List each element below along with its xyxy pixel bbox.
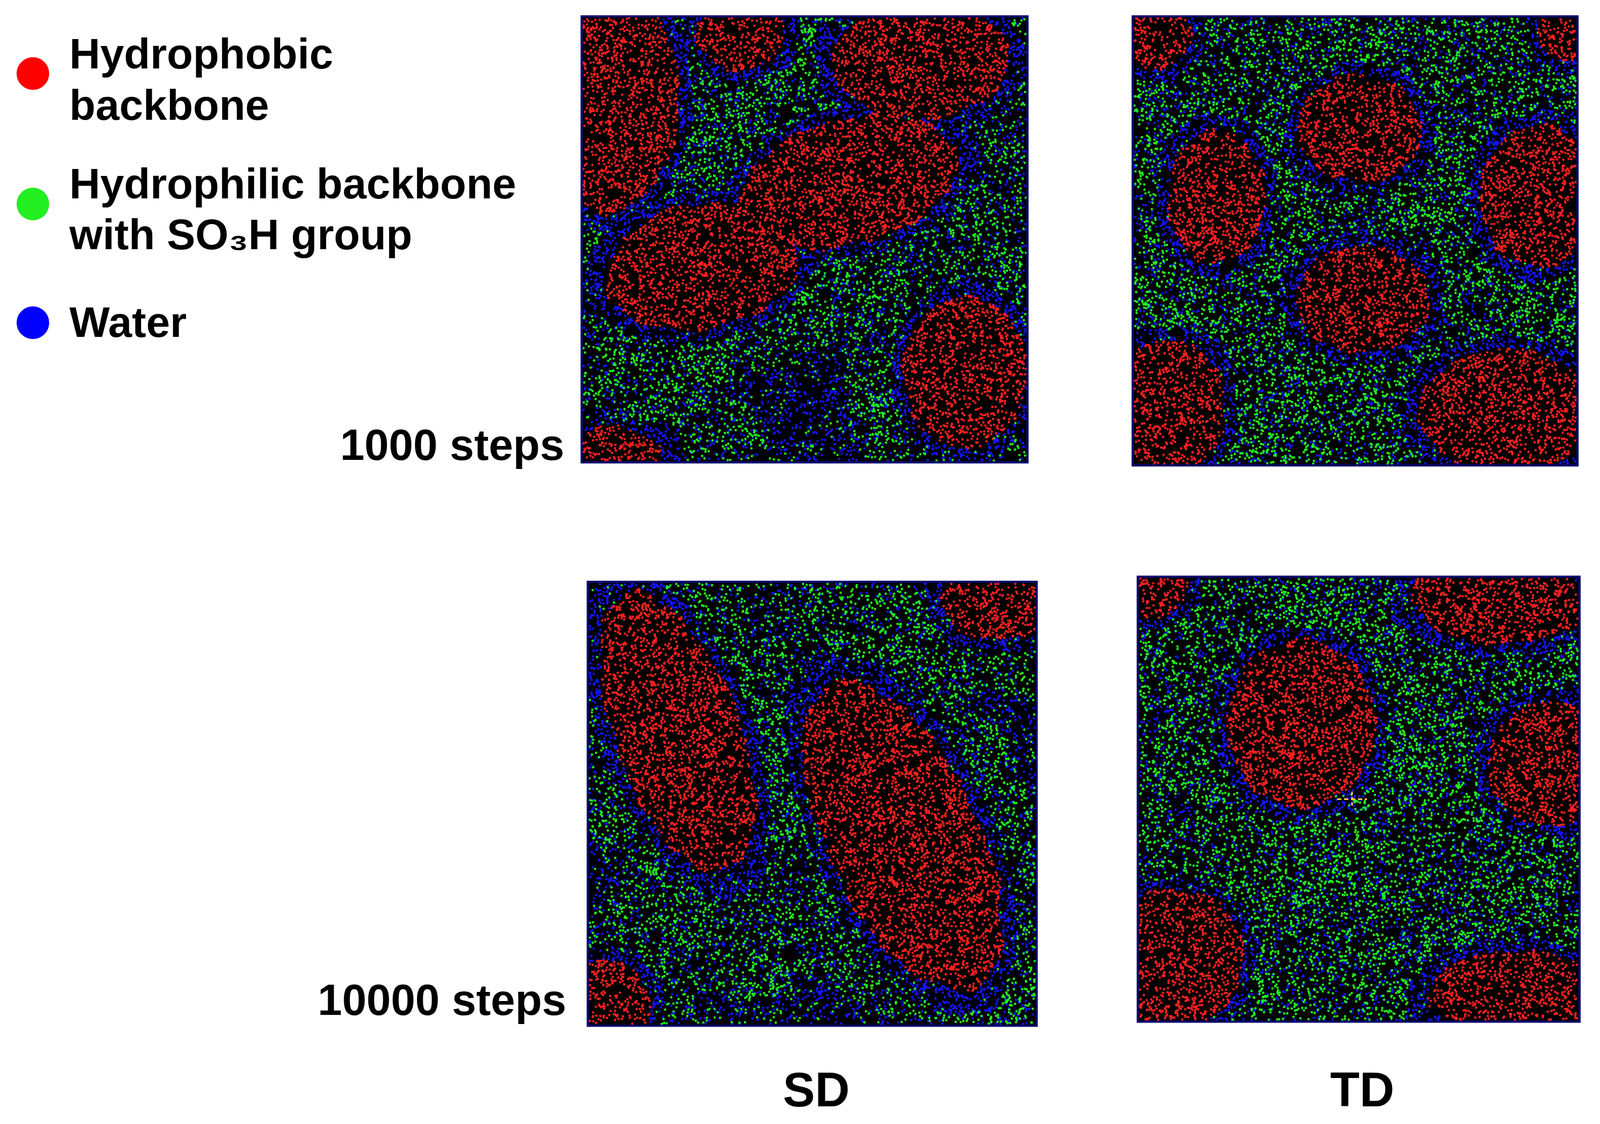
- cursor-cross: [1336, 791, 1367, 807]
- panel-ground: [1137, 576, 1580, 1022]
- water-particles: [588, 582, 1037, 1025]
- hydrophobic-particles: [582, 17, 1027, 462]
- legend-swatch: [16, 57, 50, 90]
- panel-frame: [1137, 576, 1580, 1022]
- particle-panel: [1137, 576, 1580, 1022]
- water-particles: [1133, 17, 1578, 466]
- water-particles: [582, 17, 1027, 462]
- panel-frame: [1132, 16, 1578, 466]
- panel-ground: [581, 16, 1028, 463]
- panel-frame: [581, 16, 1028, 463]
- hydrophobic-particles: [1138, 577, 1580, 1022]
- water-particles: [1138, 577, 1579, 1022]
- step-label: 1000 steps: [339, 419, 564, 470]
- legend-swatch: [16, 187, 50, 221]
- hydrophilic-particles: [1138, 577, 1579, 1022]
- hydrophobic-particles: [588, 582, 1037, 1025]
- panel-ground: [587, 581, 1037, 1026]
- legend-text: Hydrophobic backbone: [69, 28, 391, 131]
- particle-panel: [1132, 16, 1578, 466]
- column-label: TD: [1330, 1062, 1395, 1118]
- legend-text: Hydrophilic backbone with SO₃H group: [69, 158, 551, 261]
- particle-panel: [581, 16, 1028, 463]
- hydrophobic-particles: [1133, 17, 1578, 466]
- panel-ground: [1132, 16, 1578, 466]
- panel-frame: [587, 581, 1037, 1026]
- particle-panel: [587, 581, 1037, 1026]
- step-label: 10000 steps: [317, 974, 567, 1025]
- hydrophilic-particles: [588, 582, 1037, 1025]
- legend-swatch: [16, 306, 50, 339]
- cursor-line: [1351, 791, 1354, 807]
- legend-text: Water: [69, 296, 391, 348]
- hydrophilic-particles: [1133, 17, 1578, 466]
- column-label: SD: [783, 1062, 850, 1118]
- hydrophilic-particles: [582, 17, 1027, 462]
